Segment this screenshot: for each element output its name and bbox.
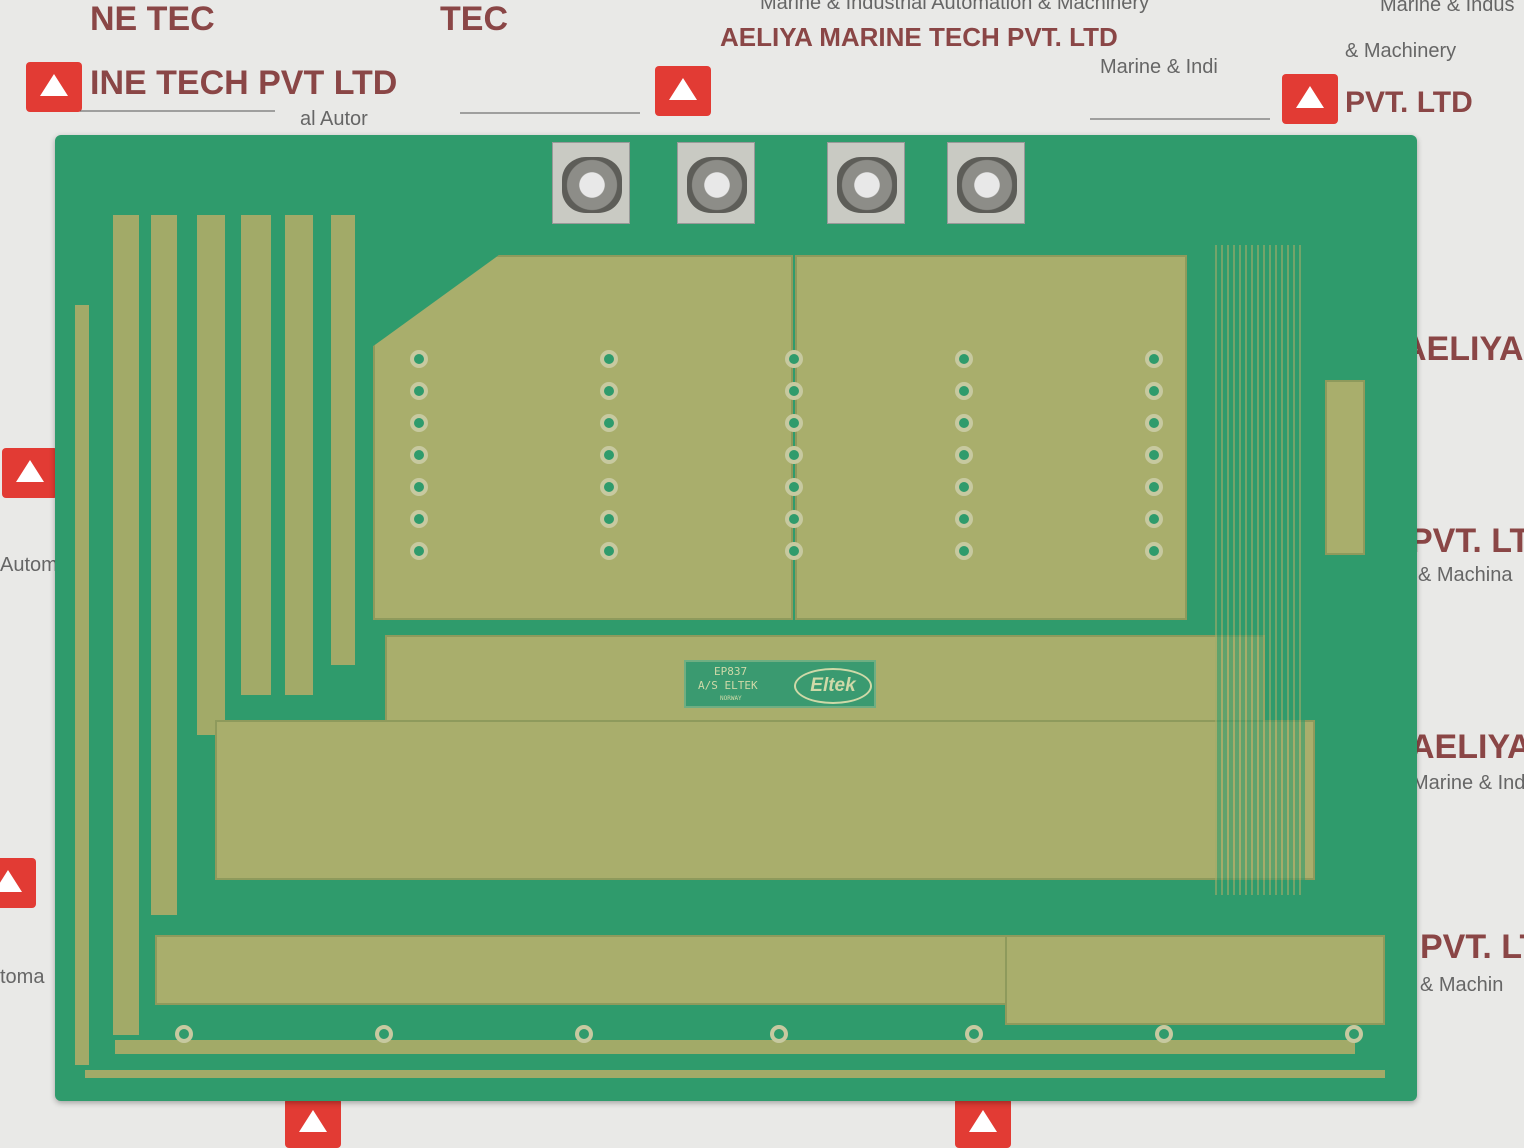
- solder-pad: [1145, 350, 1163, 368]
- solder-pad: [955, 510, 973, 528]
- watermark-logo-icon: [26, 62, 82, 112]
- watermark-tagline: Autom: [0, 554, 58, 576]
- watermark-text: INE TECH PVT LTD: [90, 64, 398, 102]
- solder-pad: [600, 510, 618, 528]
- solder-pad: [410, 478, 428, 496]
- watermark-text: TEC: [440, 0, 508, 38]
- solder-pad: [785, 414, 803, 432]
- watermark-tagline: Marine & Ind: [1412, 772, 1524, 794]
- solder-pad: [770, 1025, 788, 1043]
- watermark-text: AELIYA M: [1402, 330, 1524, 368]
- watermark-text: PVT. LTD: [1410, 522, 1524, 560]
- solder-pad: [1145, 542, 1163, 560]
- solder-pad: [175, 1025, 193, 1043]
- watermark-tagline: al Autor: [300, 108, 368, 130]
- country: NORWAY: [720, 695, 742, 702]
- watermark-tagline: Marine & Indus: [1380, 0, 1515, 16]
- solder-pad: [785, 478, 803, 496]
- maker-name: A/S ELTEK: [698, 679, 758, 692]
- solder-pad: [1155, 1025, 1173, 1043]
- watermark-tagline: & Machin: [1420, 974, 1504, 996]
- circuit-board: EP837 A/S ELTEK NORWAY Eltek: [55, 135, 1417, 1101]
- solder-pad: [600, 350, 618, 368]
- watermark-text: PVT. LTD: [1345, 86, 1473, 119]
- solder-pad: [410, 382, 428, 400]
- solder-pad: [1145, 382, 1163, 400]
- watermark-text: NE TEC: [90, 0, 215, 38]
- solder-pad: [955, 350, 973, 368]
- solder-pad: [1145, 414, 1163, 432]
- watermark-tagline: Marine & Indi: [1100, 56, 1218, 78]
- silkscreen-label: EP837 A/S ELTEK NORWAY Eltek: [684, 660, 876, 708]
- watermark-logo-icon: [655, 66, 711, 116]
- watermark-text: AELIYA MARINE TECH PVT. LTD: [720, 22, 1118, 52]
- solder-pad: [600, 446, 618, 464]
- solder-pad: [410, 414, 428, 432]
- watermark-logo-icon: [955, 1098, 1011, 1148]
- solder-pad: [785, 350, 803, 368]
- watermark-tagline: toma: [0, 966, 45, 988]
- terminal-bolt-icon: [552, 142, 630, 224]
- solder-pad: [955, 542, 973, 560]
- solder-pad: [1145, 446, 1163, 464]
- eltek-logo: Eltek: [794, 668, 872, 704]
- solder-pad: [600, 382, 618, 400]
- terminal-bolt-icon: [827, 142, 905, 224]
- watermark-logo-icon: [0, 858, 36, 908]
- terminal-bolt-icon: [677, 142, 755, 224]
- solder-pad: [1145, 478, 1163, 496]
- solder-pad: [575, 1025, 593, 1043]
- solder-pad: [410, 350, 428, 368]
- part-number: EP837: [714, 665, 748, 678]
- watermark-tagline: & Machinery: [1345, 40, 1457, 62]
- solder-pad: [965, 1025, 983, 1043]
- solder-pad: [785, 446, 803, 464]
- watermark-logo-icon: [285, 1098, 341, 1148]
- watermark-text: AELIYA M: [1410, 728, 1524, 766]
- solder-pad: [410, 446, 428, 464]
- solder-pad: [785, 510, 803, 528]
- terminal-bolt-icon: [947, 142, 1025, 224]
- watermark-text: PVT. LT: [1420, 928, 1524, 966]
- solder-pad: [1145, 510, 1163, 528]
- solder-pad: [410, 542, 428, 560]
- solder-pad: [600, 542, 618, 560]
- solder-pad: [955, 478, 973, 496]
- watermark-tagline: & Machina: [1418, 564, 1513, 586]
- watermark-logo-icon: [1282, 74, 1338, 124]
- solder-pad: [600, 414, 618, 432]
- solder-pad: [955, 382, 973, 400]
- watermark-tagline: Marine & Industrial Automation & Machine…: [760, 0, 1150, 14]
- solder-pad: [600, 478, 618, 496]
- solder-pad: [410, 510, 428, 528]
- solder-pad: [785, 542, 803, 560]
- solder-pad: [955, 414, 973, 432]
- watermark-logo-icon: [2, 448, 58, 498]
- solder-pad: [375, 1025, 393, 1043]
- solder-pad: [785, 382, 803, 400]
- solder-pad: [1345, 1025, 1363, 1043]
- solder-pad: [955, 446, 973, 464]
